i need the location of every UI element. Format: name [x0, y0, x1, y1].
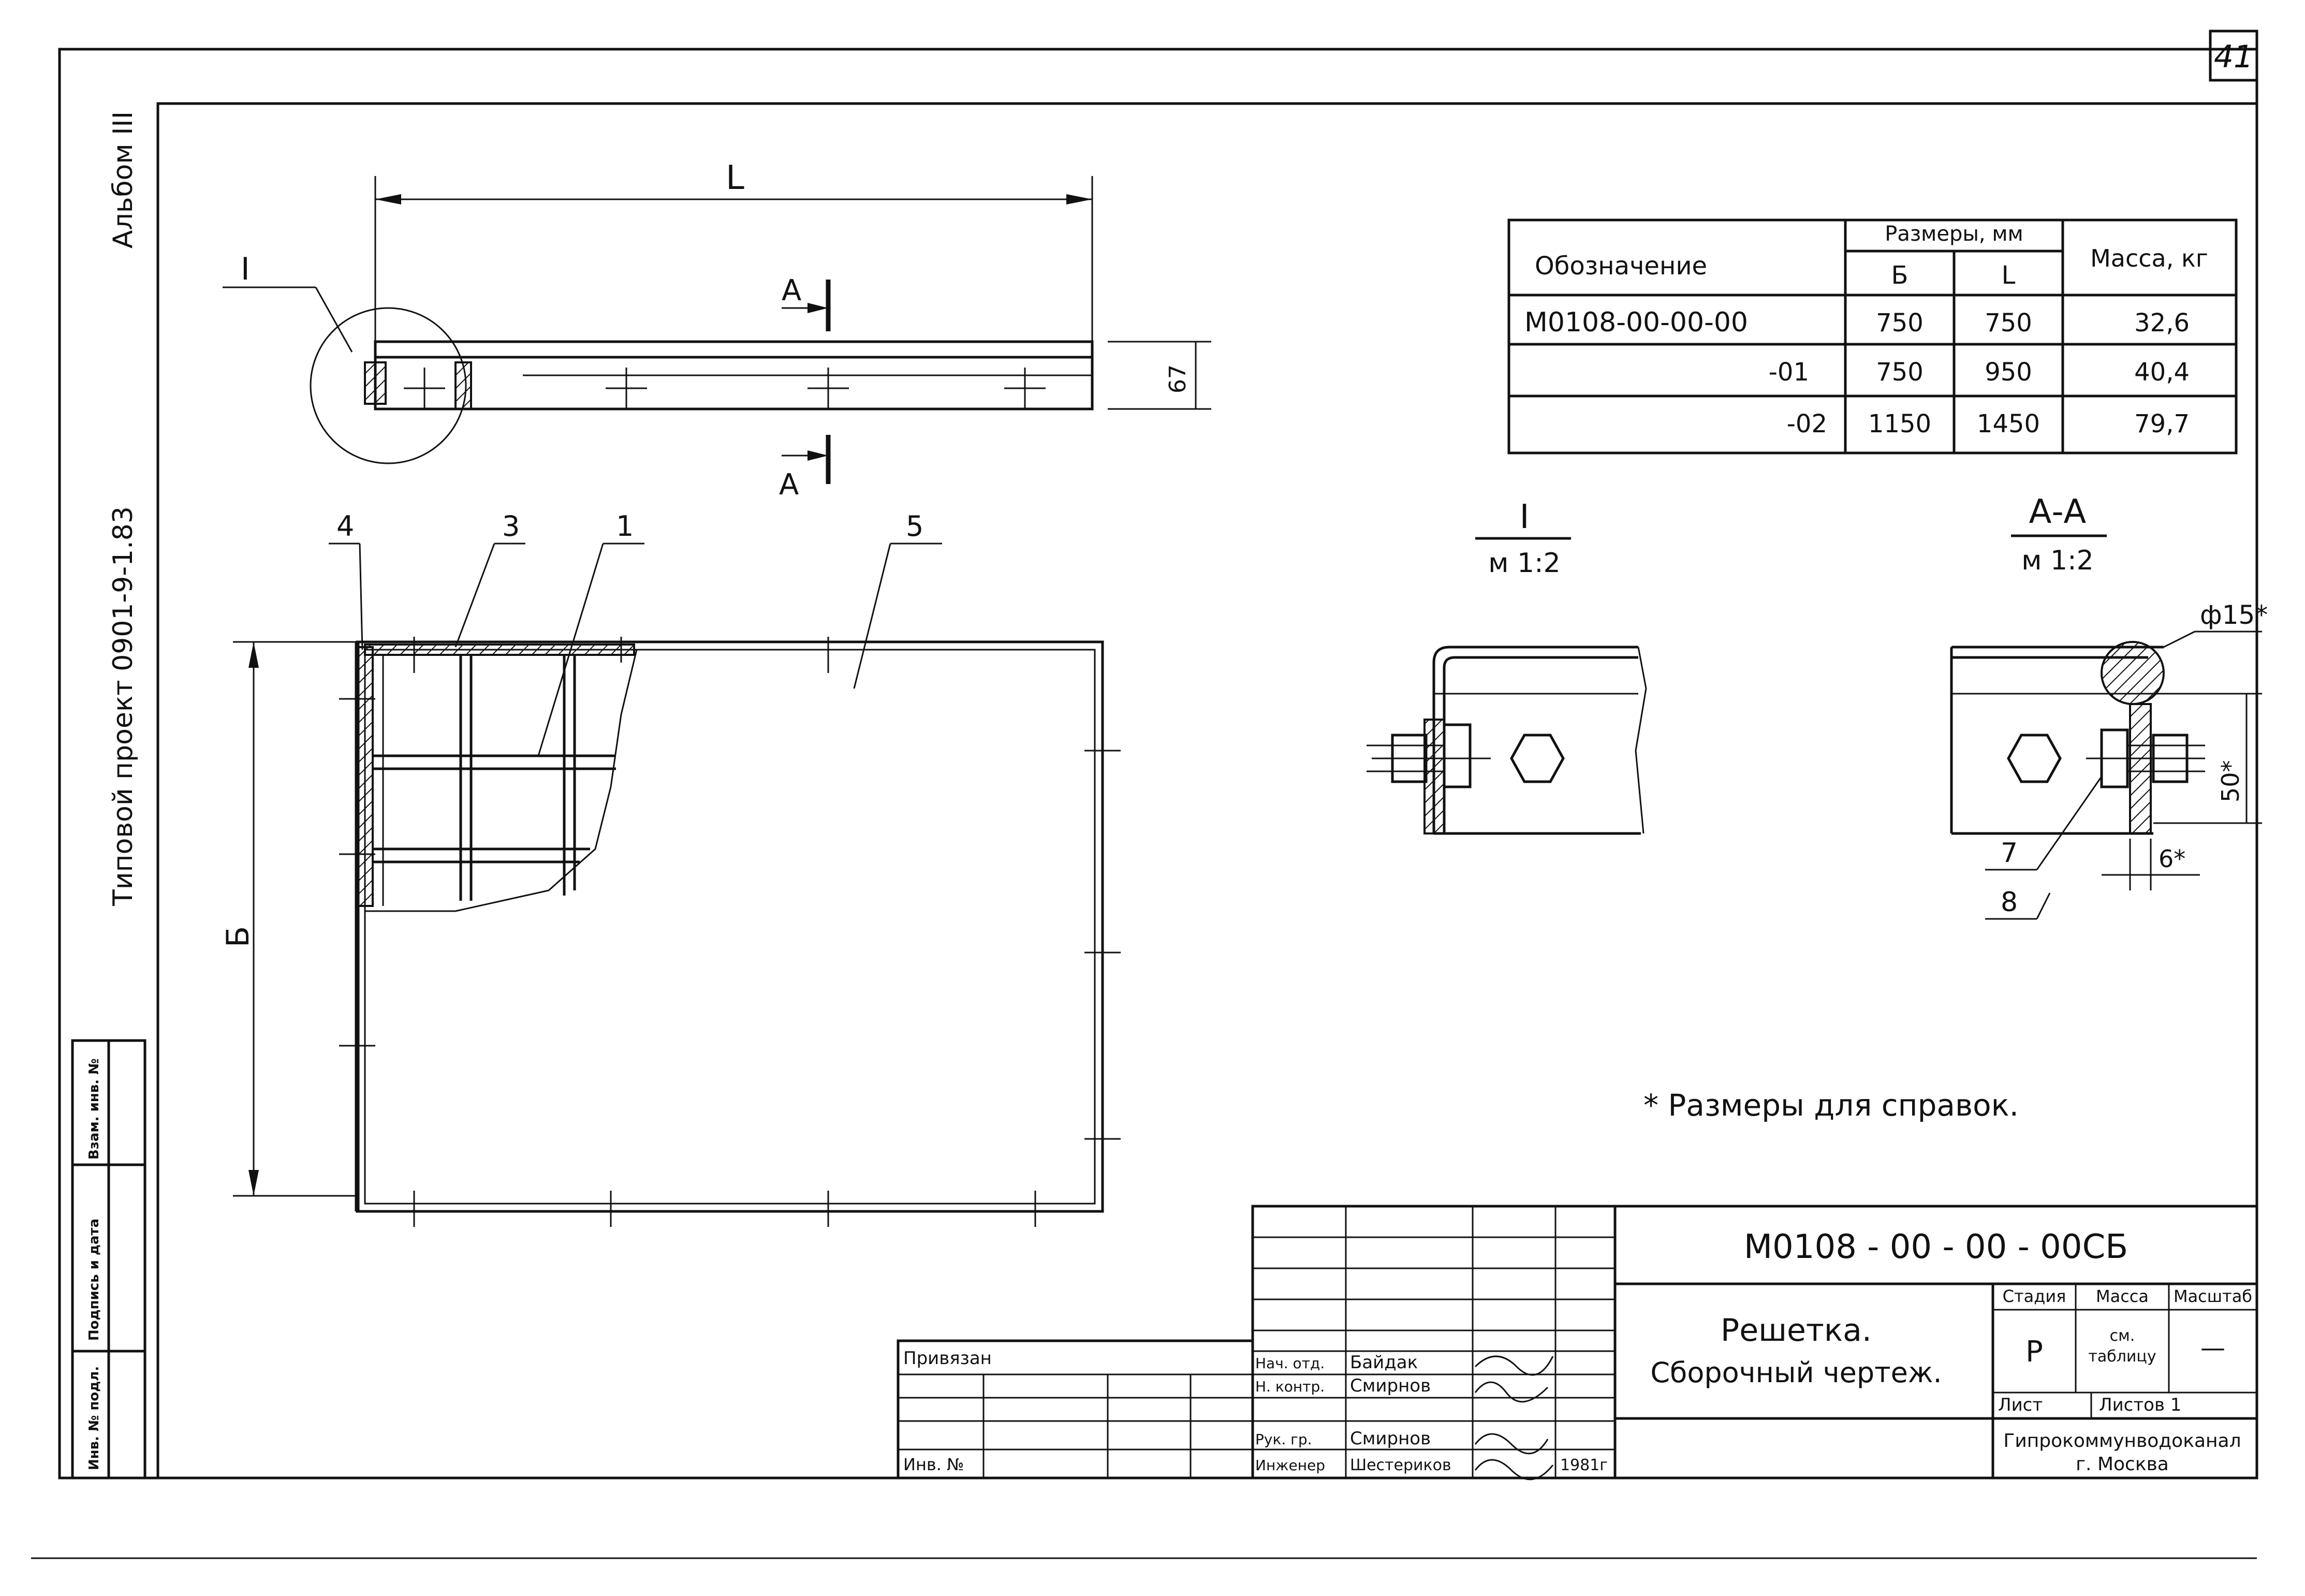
side-cell-3: Инв. № подл.: [86, 1366, 102, 1470]
callout-8: 8: [2001, 887, 2018, 918]
sig-name-1: Смирнов: [1350, 1375, 1431, 1396]
detail-I-scale: м 1:2: [1488, 548, 1560, 579]
row-1-b: 750: [1876, 358, 1924, 387]
name-line2: Сборочный чертеж.: [1650, 1356, 1942, 1389]
side-cell-1: Взам. инв. №: [86, 1059, 102, 1160]
detail-I-title: I: [1520, 498, 1530, 536]
year: 1981г: [1560, 1456, 1608, 1474]
sheets-label: Листов 1: [2099, 1395, 2181, 1415]
section-AA-title: А-А: [2029, 493, 2087, 531]
sig-name-0: Байдак: [1350, 1352, 1418, 1373]
header-mass: Масса, кг: [2090, 244, 2208, 272]
sig-role-2: Рук. гр.: [1255, 1431, 1312, 1448]
callout-5: 5: [906, 510, 923, 543]
org-line1: Гипрокоммунводоканал: [2003, 1430, 2241, 1452]
row-0-l: 750: [1985, 309, 2032, 338]
callout-1: 1: [616, 510, 634, 543]
row-0-designation: М0108-00-00-00: [1524, 307, 1748, 338]
mass-header: Масса: [2096, 1286, 2149, 1306]
sig-name-3: Шестериков: [1350, 1456, 1451, 1474]
signature-marks: [1474, 1355, 1554, 1481]
scale-value: —: [2200, 1334, 2225, 1363]
dim-50: 50*: [2216, 760, 2244, 802]
stage-header: Стадия: [2003, 1286, 2066, 1306]
note: * Размеры для справок.: [1643, 1088, 2019, 1123]
scale-header: Масштаб: [2174, 1286, 2252, 1306]
section-AA-scale: м 1:2: [2021, 545, 2093, 576]
sig-role-3: Инженер: [1255, 1457, 1325, 1474]
side-project: Типовой проект 0901-9-1.83: [108, 506, 139, 906]
callout-4: 4: [336, 510, 354, 543]
detail-I-view: I м 1:2: [1367, 498, 1647, 835]
detail-mark-label: I: [241, 251, 250, 287]
sig-role-1: Н. контр.: [1255, 1378, 1325, 1395]
section-mark-bottom: А: [779, 468, 799, 502]
plan-view: Б 4 3 1 5: [220, 510, 1121, 1227]
section-mark-top: А: [782, 274, 801, 308]
header-sizes: Размеры, мм: [1885, 222, 2023, 246]
row-2-b: 1150: [1868, 409, 1931, 438]
side-cell-2: Подпись и дата: [86, 1219, 102, 1341]
page-number: 41: [2214, 39, 2253, 75]
callout-3: 3: [502, 510, 520, 543]
row-2-designation: -02: [1787, 409, 1827, 438]
dim-length: L: [726, 159, 744, 197]
row-2-l: 1450: [1977, 409, 2040, 438]
sig-role-0: Нач. отд.: [1255, 1355, 1325, 1372]
header-l: L: [2002, 261, 2016, 290]
dim-6: 6*: [2159, 845, 2185, 873]
side-labels: Альбом III Типовой проект 0901-9-1.83 Вз…: [71, 111, 146, 1480]
bound-label: Привязан: [903, 1348, 992, 1369]
row-1-l: 950: [1985, 358, 2032, 387]
sig-name-2: Смирнов: [1350, 1428, 1431, 1449]
dim-height: 67: [1165, 364, 1191, 393]
row-1-mass: 40,4: [2134, 358, 2190, 387]
mass-value-1: см.: [2110, 1327, 2135, 1345]
title-block: М0108 - 00 - 00 - 00СБ Решетка. Сборочны…: [897, 1205, 2258, 1481]
row-2-mass: 79,7: [2134, 409, 2190, 438]
mass-value-2: таблицу: [2088, 1348, 2156, 1366]
dim-width: Б: [220, 926, 256, 947]
callout-7: 7: [2001, 838, 2018, 869]
name-line1: Решетка.: [1721, 1312, 1872, 1349]
doc-number: М0108 - 00 - 00 - 00СБ: [1744, 1228, 2128, 1266]
inv-label: Инв. №: [903, 1455, 964, 1474]
row-0-b: 750: [1876, 309, 1924, 338]
row-0-mass: 32,6: [2134, 309, 2190, 338]
row-1-designation: -01: [1769, 358, 1809, 387]
sheet-label: Лист: [1998, 1395, 2043, 1415]
side-album: Альбом III: [108, 111, 139, 248]
dia-label: ф15*: [2200, 600, 2268, 630]
size-table: Обозначение Размеры, мм Б L Масса, кг М0…: [1507, 218, 2238, 455]
header-designation: Обозначение: [1535, 252, 1707, 281]
elevation-view: L I 67 А А: [223, 159, 1211, 502]
section-AA-view: А-А м 1:2 ф15* 50* 6* 7 8: [1950, 493, 2268, 920]
stage-value: Р: [2025, 1335, 2043, 1369]
org-line2: г. Москва: [2076, 1454, 2169, 1475]
header-b: Б: [1891, 261, 1908, 290]
